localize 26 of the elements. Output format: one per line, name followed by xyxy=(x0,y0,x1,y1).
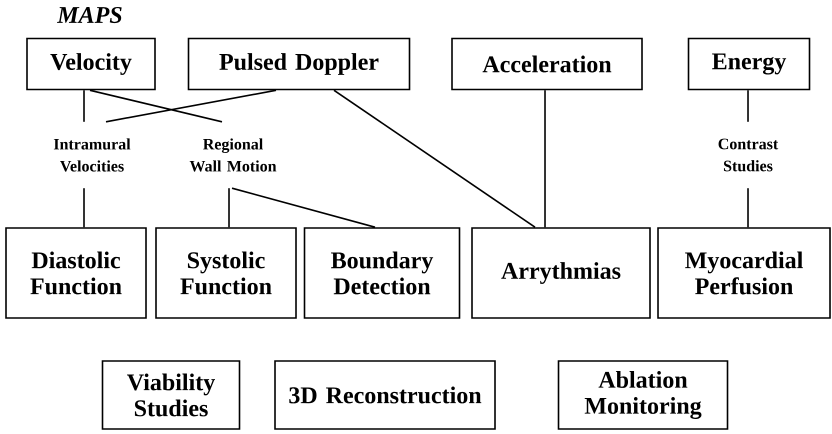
box: Ablation Monitoring xyxy=(558,360,728,430)
box: Diastolic Function xyxy=(5,227,147,319)
label-text: Contrast Studies xyxy=(718,138,778,172)
box: Pulsed Doppler xyxy=(188,38,410,90)
box: Energy xyxy=(688,38,810,90)
box: 3D Reconstruction xyxy=(274,360,496,430)
connector-line xyxy=(106,90,276,123)
connector-line xyxy=(232,187,376,228)
connector-line xyxy=(544,90,546,228)
connector-line xyxy=(228,188,230,228)
label-text: Regional Wall Motion xyxy=(190,138,276,172)
connector-line xyxy=(83,90,85,122)
label-text: Intramural Velocities xyxy=(54,138,130,172)
connector-line xyxy=(747,188,749,228)
connector-line xyxy=(747,90,749,122)
connector-line xyxy=(90,90,222,123)
box: Acceleration xyxy=(451,38,643,90)
box: Velocity xyxy=(26,38,156,90)
box: Arrythmias xyxy=(471,227,651,319)
box: Myocardial Perfusion xyxy=(657,227,831,319)
box: Boundary Detection xyxy=(304,227,460,319)
title: MAPS xyxy=(57,6,122,24)
connector-line xyxy=(83,188,85,228)
connector-line xyxy=(334,90,536,228)
box: Systolic Function xyxy=(155,227,297,319)
box: Viability Studies xyxy=(102,360,240,430)
